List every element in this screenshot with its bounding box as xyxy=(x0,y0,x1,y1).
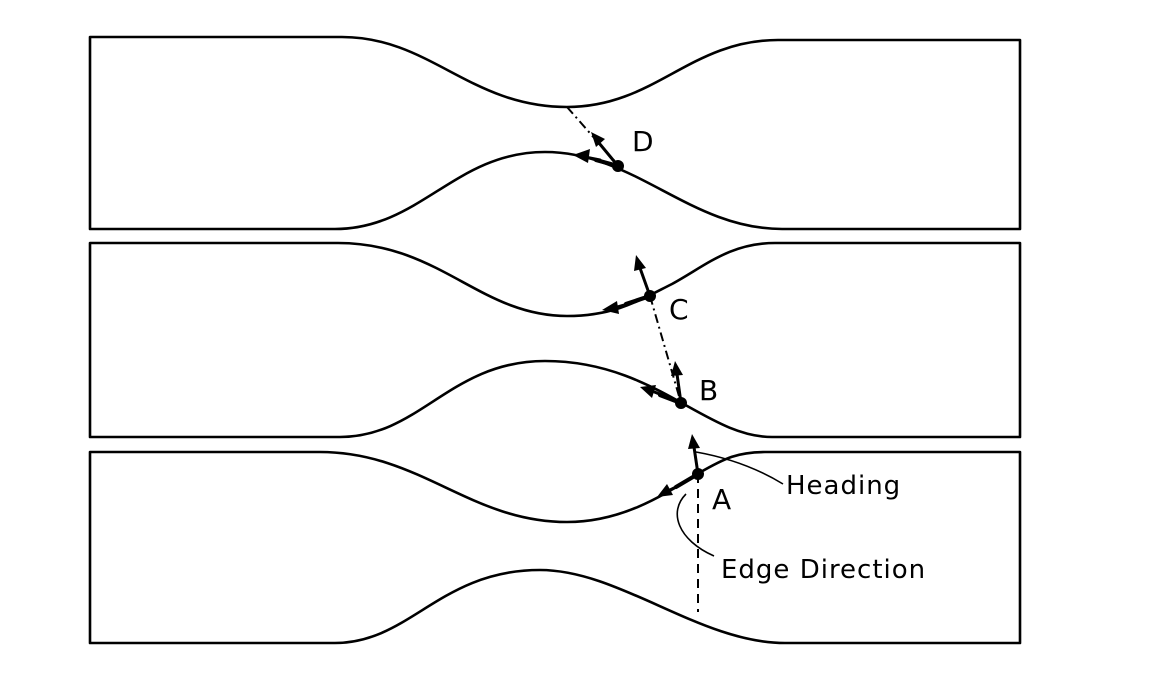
point-d-marker xyxy=(612,160,624,172)
point-c-marker xyxy=(644,290,656,302)
panel-bottom-outline xyxy=(88,450,1022,645)
edge-direction-leader-line xyxy=(676,493,715,557)
point-c-heading-arrow xyxy=(634,255,652,298)
panel-middle: C B xyxy=(88,241,1022,439)
panel-top: D xyxy=(88,35,1022,231)
panel-top-upper-wall xyxy=(88,35,1022,231)
point-d-label: D xyxy=(632,125,654,158)
point-c-edge-arrow xyxy=(602,301,630,314)
panel-middle-outline xyxy=(88,241,1022,439)
panel-bottom: A Heading Edge Direction xyxy=(88,434,1022,645)
heading-leader-line xyxy=(695,451,784,485)
point-a-marker xyxy=(692,468,704,480)
point-a-heading-arrow xyxy=(688,434,700,476)
point-b-edge-arrow xyxy=(640,385,664,398)
point-b-label: B xyxy=(699,374,718,407)
point-a-label: A xyxy=(712,483,731,516)
point-b-marker xyxy=(675,397,687,409)
edge-direction-annotation: Edge Direction xyxy=(721,555,926,585)
point-a-edge-arrow xyxy=(657,484,680,497)
heading-annotation: Heading xyxy=(786,471,901,501)
point-d-edge-arrow xyxy=(573,149,602,163)
point-c-label: C xyxy=(669,293,689,326)
